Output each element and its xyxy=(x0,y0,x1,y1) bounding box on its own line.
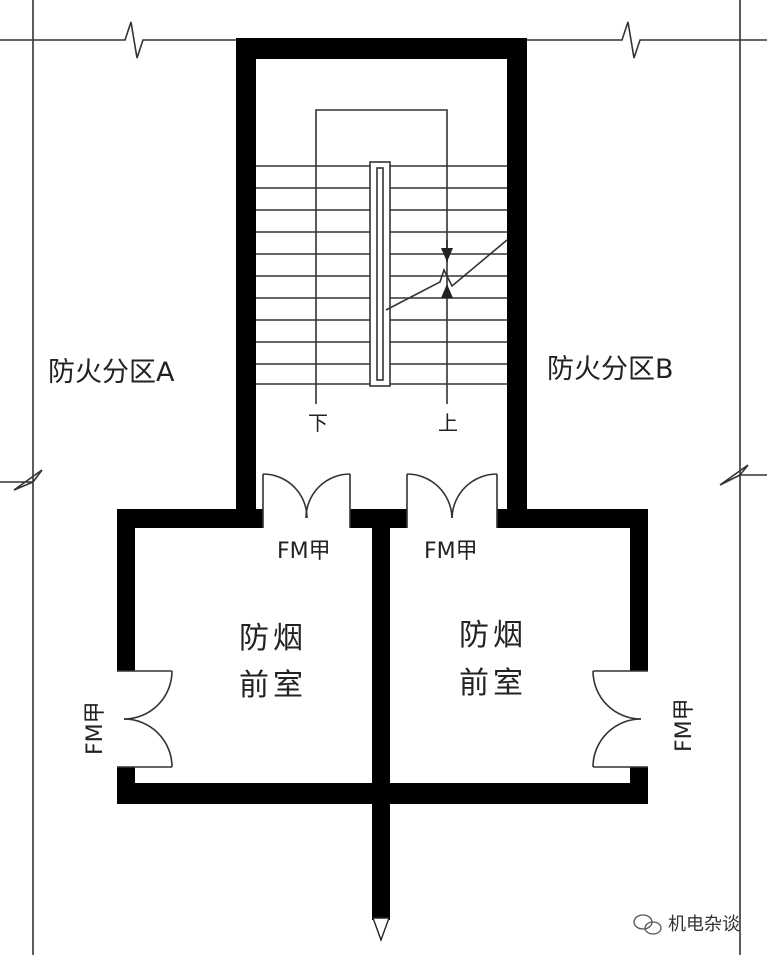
zone-b-label: 防火分区B xyxy=(547,354,674,385)
wechat-icon xyxy=(633,914,662,935)
stair-top-wall xyxy=(236,38,527,59)
zone-a-label: 防火分区A xyxy=(48,357,175,388)
central-handrail xyxy=(369,161,391,387)
right-break-mark xyxy=(719,464,767,486)
stair-door-left-leaf-a xyxy=(262,473,308,519)
stair-handrail xyxy=(315,109,508,404)
stair-break-line xyxy=(385,239,508,311)
side-door-right-label: FM甲 xyxy=(672,698,697,752)
watermark: 机电杂谈 xyxy=(633,914,740,935)
side-door-right-leaf-a xyxy=(592,670,642,720)
top-left-break-line xyxy=(0,21,236,59)
center-partition-wall xyxy=(372,509,390,804)
stair-door-right-leaf-b xyxy=(451,473,498,519)
top-right-break-line xyxy=(527,21,767,59)
stair-left-wall xyxy=(236,38,256,528)
side-door-left-leaf-b xyxy=(123,718,173,768)
doors xyxy=(117,473,648,768)
right-room-label-line1: 防烟 xyxy=(459,618,527,653)
stair-door-left-leaf-b xyxy=(305,473,351,519)
side-door-left-label: FM甲 xyxy=(83,701,108,755)
center-stub-wall xyxy=(372,783,390,920)
side-door-left-leaf-a xyxy=(123,670,173,720)
break-arrow xyxy=(372,917,390,943)
left-room-label-line2: 前室 xyxy=(239,668,307,703)
stair-door-right-label: FM甲 xyxy=(424,539,478,564)
side-door-right-leaf-b xyxy=(592,718,642,768)
left-vestibule-wall-upper xyxy=(117,509,135,671)
stair-door-right-leaf-a xyxy=(406,473,453,519)
stair-door-left-label: FM甲 xyxy=(277,539,331,564)
left-break-mark xyxy=(0,469,43,491)
watermark-text: 机电杂谈 xyxy=(668,914,740,935)
right-room-label-line2: 前室 xyxy=(459,666,527,701)
stair-down-label: 下 xyxy=(308,411,328,435)
walls xyxy=(117,38,648,920)
left-room-label-line1: 防烟 xyxy=(239,621,307,656)
stair-up-label: 上 xyxy=(438,411,458,435)
left-vestibule-top-wall xyxy=(117,509,257,528)
right-vestibule-top-wall xyxy=(507,509,648,528)
right-vestibule-wall-upper xyxy=(630,509,648,671)
stair-right-wall xyxy=(507,38,527,528)
direction-arrows xyxy=(441,240,453,298)
